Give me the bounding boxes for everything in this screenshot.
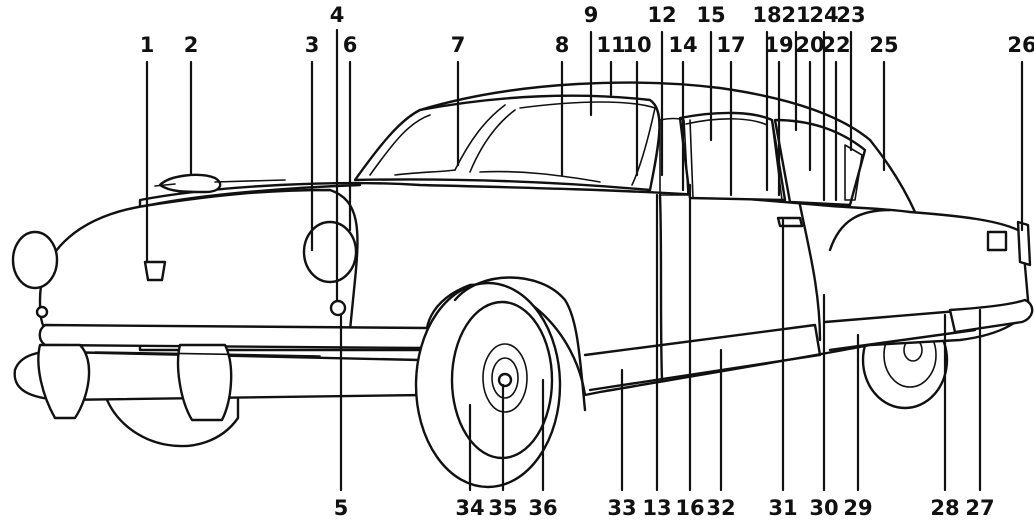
front-bumper xyxy=(13,323,438,422)
front-wheel xyxy=(414,281,562,489)
part-label-29: 29 xyxy=(843,496,872,520)
tail-light xyxy=(986,220,1032,267)
part-label-25: 25 xyxy=(869,33,898,57)
hood-ornament xyxy=(154,173,286,194)
part-label-16: 16 xyxy=(675,496,704,520)
part-label-31: 31 xyxy=(768,496,797,520)
rocker-front xyxy=(583,323,822,392)
part-label-36: 36 xyxy=(528,496,557,520)
headlamps xyxy=(11,220,358,319)
part-label-34: 34 xyxy=(455,496,484,520)
part-label-4: 4 xyxy=(330,3,345,27)
part-label-23: 23 xyxy=(836,3,865,27)
part-label-21: 21 xyxy=(781,3,810,27)
part-label-10: 10 xyxy=(622,33,651,57)
part-label-12: 12 xyxy=(647,3,676,27)
part-label-30: 30 xyxy=(809,496,838,520)
rear-fender-line xyxy=(828,208,892,252)
part-label-26: 26 xyxy=(1007,33,1034,57)
part-label-8: 8 xyxy=(555,33,570,57)
windshield xyxy=(353,94,661,192)
door xyxy=(658,119,822,382)
part-label-28: 28 xyxy=(930,496,959,520)
part-label-22: 22 xyxy=(821,33,850,57)
part-label-5: 5 xyxy=(334,496,349,520)
part-label-14: 14 xyxy=(668,33,697,57)
leader-lines xyxy=(145,28,1024,492)
part-label-9: 9 xyxy=(584,3,599,27)
part-label-13: 13 xyxy=(642,496,671,520)
part-label-11: 11 xyxy=(596,33,625,57)
part-label-3: 3 xyxy=(305,33,320,57)
part-label-17: 17 xyxy=(716,33,745,57)
rear-bumper xyxy=(948,298,1034,334)
part-label-1: 1 xyxy=(140,33,155,57)
side-windows xyxy=(659,111,867,207)
part-label-24: 24 xyxy=(809,3,838,27)
front-emblem xyxy=(143,260,167,282)
part-label-7: 7 xyxy=(451,33,466,57)
roof-line xyxy=(418,81,917,214)
part-label-32: 32 xyxy=(706,496,735,520)
part-label-35: 35 xyxy=(488,496,517,520)
part-label-18: 18 xyxy=(752,3,781,27)
part-label-15: 15 xyxy=(696,3,725,27)
part-label-19: 19 xyxy=(764,33,793,57)
part-label-20: 20 xyxy=(795,33,824,57)
hood-line xyxy=(148,183,362,207)
wheel-arch xyxy=(453,276,587,412)
part-label-27: 27 xyxy=(965,496,994,520)
part-label-6: 6 xyxy=(343,33,358,57)
part-label-2: 2 xyxy=(184,33,199,57)
part-label-33: 33 xyxy=(607,496,636,520)
